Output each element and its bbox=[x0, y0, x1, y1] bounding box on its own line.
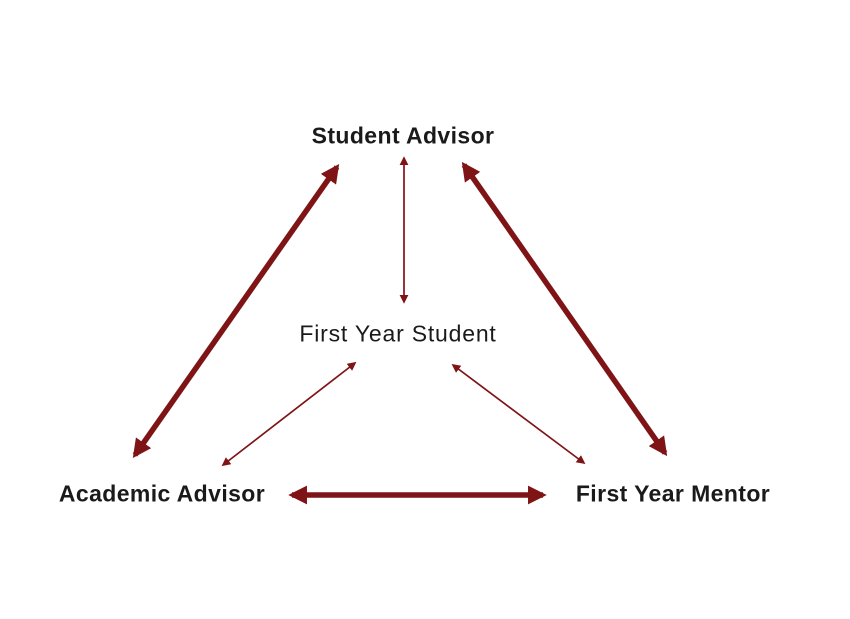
edge-first_year_student--academic_advisor bbox=[221, 361, 357, 467]
node-academic-advisor: Academic Advisor bbox=[58, 480, 266, 507]
edges-layer bbox=[132, 156, 668, 505]
edge-first_year_student--first_year_mentor bbox=[451, 363, 586, 465]
node-student-advisor: Student Advisor bbox=[311, 122, 495, 149]
node-first-year-student: First Year Student bbox=[299, 320, 497, 347]
edge-first_year_mentor--student_advisor bbox=[461, 161, 668, 457]
edge-academic_advisor--student_advisor bbox=[132, 163, 340, 459]
node-first-year-mentor: First Year Mentor bbox=[575, 480, 771, 507]
